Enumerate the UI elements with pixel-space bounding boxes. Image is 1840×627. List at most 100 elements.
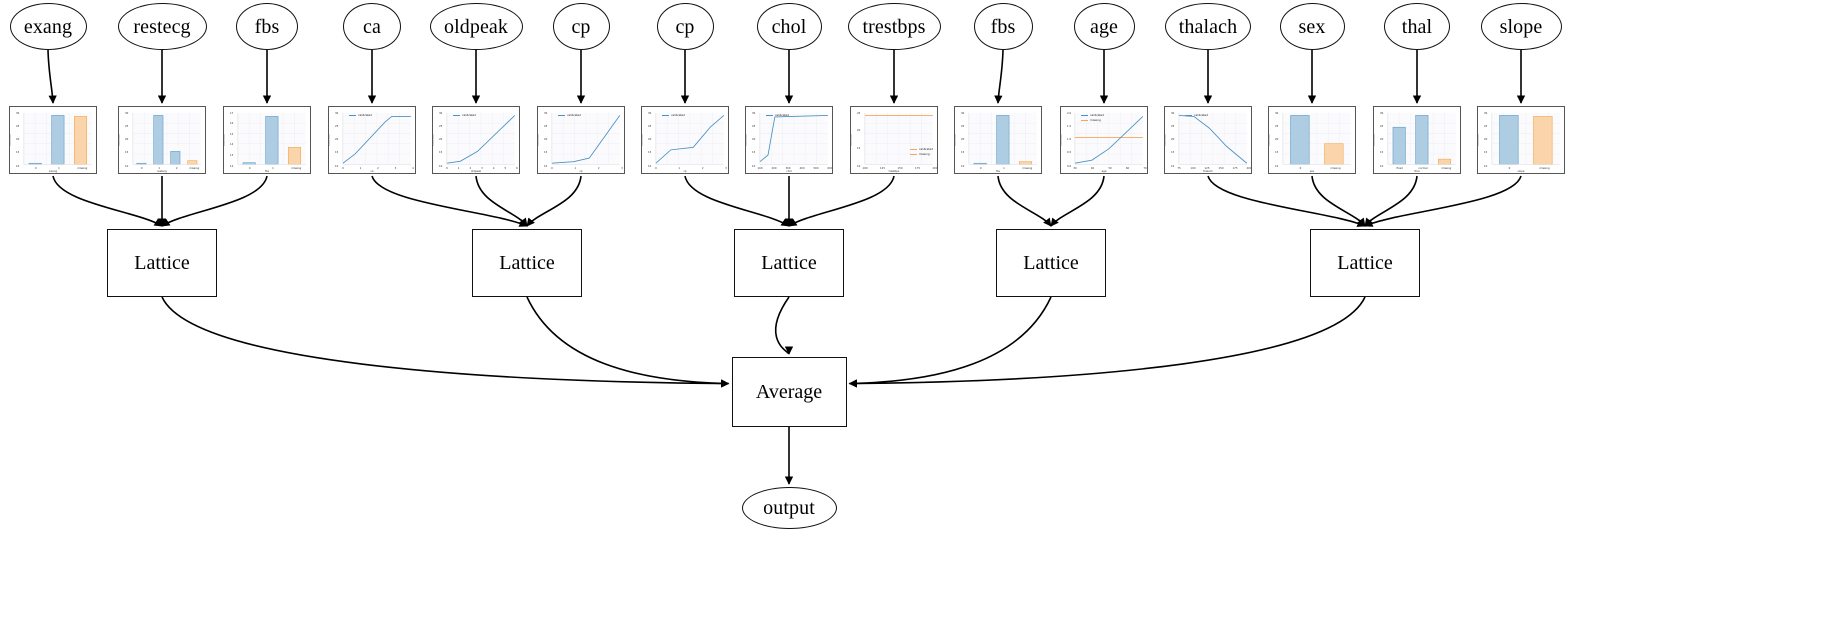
plot-legend-swatch <box>1185 114 1192 117</box>
plot-xtick: 1 <box>158 167 161 170</box>
feature-node-slope-14[interactable]: slope <box>1480 3 1562 50</box>
feature-node-label: cp <box>675 15 695 38</box>
plot-ytick: 15 <box>439 151 443 155</box>
feature-node-label: fbs <box>990 15 1016 38</box>
plot-ytick: 25 <box>961 124 965 128</box>
lattice-node-1[interactable]: Lattice <box>472 229 582 297</box>
plot-legend-swatch <box>909 153 917 156</box>
plot-legend-label: calibrated <box>1090 113 1105 117</box>
lattice-node-2[interactable]: Lattice <box>734 229 844 297</box>
plot-ytick: 25 <box>1275 124 1279 128</box>
plot-ytick: 10 <box>1275 164 1279 168</box>
feature-node-chol-7[interactable]: chol <box>756 3 822 50</box>
plot-xtick: 0 <box>140 167 143 170</box>
plot-xlabel: cp <box>683 170 687 173</box>
plot-legend-swatch <box>349 114 356 117</box>
plot-ytick: 20 <box>648 138 652 142</box>
plot-xtick: 1 <box>1003 167 1005 170</box>
feature-node-label: age <box>1089 15 1119 38</box>
plot-ytick: 10 <box>125 164 129 168</box>
feature-node-thalach-11[interactable]: thalach <box>1165 3 1251 50</box>
feature-node-restecg-1[interactable]: restecg <box>117 3 207 50</box>
average-node-label: Average <box>755 380 823 403</box>
plot-legend-label: calibrated <box>462 113 477 117</box>
plot-ytick: 20 <box>752 138 756 142</box>
plot-legend-swatch <box>909 148 917 151</box>
plot-legend-label: calibrated <box>358 113 373 117</box>
lattice-node-3[interactable]: Lattice <box>996 229 1106 297</box>
feature-node-cp-6[interactable]: cp <box>656 3 714 50</box>
plot-ytick: 15 <box>752 151 756 155</box>
output-node-label: output <box>763 497 815 519</box>
plot-ytick: 30 <box>439 111 443 115</box>
feature-node-fbs-2[interactable]: fbs <box>236 3 298 50</box>
plot-ylabel: calibrated <box>328 134 331 146</box>
plot-ytick: 25 <box>335 124 339 128</box>
plot-ytick: 25 <box>125 124 129 128</box>
feature-node-ca-3[interactable]: ca <box>343 3 401 50</box>
feature-node-label: cp <box>571 15 591 38</box>
plot-xtick: 60 <box>1125 167 1130 170</box>
plot-ytick: 2.0 <box>1067 111 1072 115</box>
feature-node-trestbps-8[interactable]: trestbps <box>847 3 941 50</box>
plot-legend: calibrated <box>1185 113 1208 118</box>
feature-node-fbs-9[interactable]: fbs <box>973 3 1033 50</box>
feature-node-age-10[interactable]: age <box>1073 3 1135 50</box>
plot-legend-item: calibrated <box>1081 113 1104 118</box>
plot-ytick: 15 <box>544 151 548 155</box>
plot-xtick: missing <box>189 167 200 170</box>
plot-ylabel: calibrated <box>223 134 226 146</box>
plot-xtick: 3 <box>394 167 397 170</box>
plot-xlabel: trestbps <box>888 170 900 173</box>
plot-ylabel: calibrated <box>432 134 435 146</box>
average-node[interactable]: Average <box>731 357 847 427</box>
plot-legend-item: calibrated <box>558 113 581 118</box>
feature-node-cp-5[interactable]: cp <box>552 3 610 50</box>
lattice-node-4[interactable]: Lattice <box>1310 229 1420 297</box>
plot-xtick: 1 <box>272 167 274 170</box>
plot-ylabel: calibrated <box>745 134 748 146</box>
output-node[interactable]: output <box>741 487 837 529</box>
plot-canvas <box>551 112 621 165</box>
plot-xtick: 150 <box>1218 167 1224 170</box>
plot-xlabel: thal <box>1414 170 1420 173</box>
plot-xtick: 1 <box>678 167 681 170</box>
plot-xlabel: fbs <box>996 170 1000 173</box>
plot-legend-swatch <box>766 114 773 117</box>
plot-ytick: 16 <box>230 122 234 126</box>
plot-xtick: 1 <box>574 167 577 170</box>
feature-node-label: ca <box>363 15 381 38</box>
plot-xtick: 0 <box>1299 167 1302 170</box>
plot-ytick: 30 <box>1484 111 1488 115</box>
plot-xtick: 6 <box>516 167 518 170</box>
plot-xtick: 100 <box>1190 167 1196 170</box>
plot-ytick: 20 <box>16 138 20 142</box>
plot-legend-label: calibrated <box>671 113 686 117</box>
feature-node-exang-0[interactable]: exang <box>9 3 87 50</box>
plot-xtick: 1 <box>58 167 60 170</box>
lattice-node-0[interactable]: Lattice <box>107 229 217 297</box>
feature-node-sex-12[interactable]: sex <box>1279 3 1345 50</box>
plot-xtick: 200 <box>1246 167 1252 170</box>
feature-node-oldpeak-4[interactable]: oldpeak <box>429 3 523 50</box>
plot-xtick: 2 <box>175 167 178 170</box>
feature-node-thal-13[interactable]: thal <box>1384 3 1450 50</box>
plot-ytick: 30 <box>961 111 965 115</box>
